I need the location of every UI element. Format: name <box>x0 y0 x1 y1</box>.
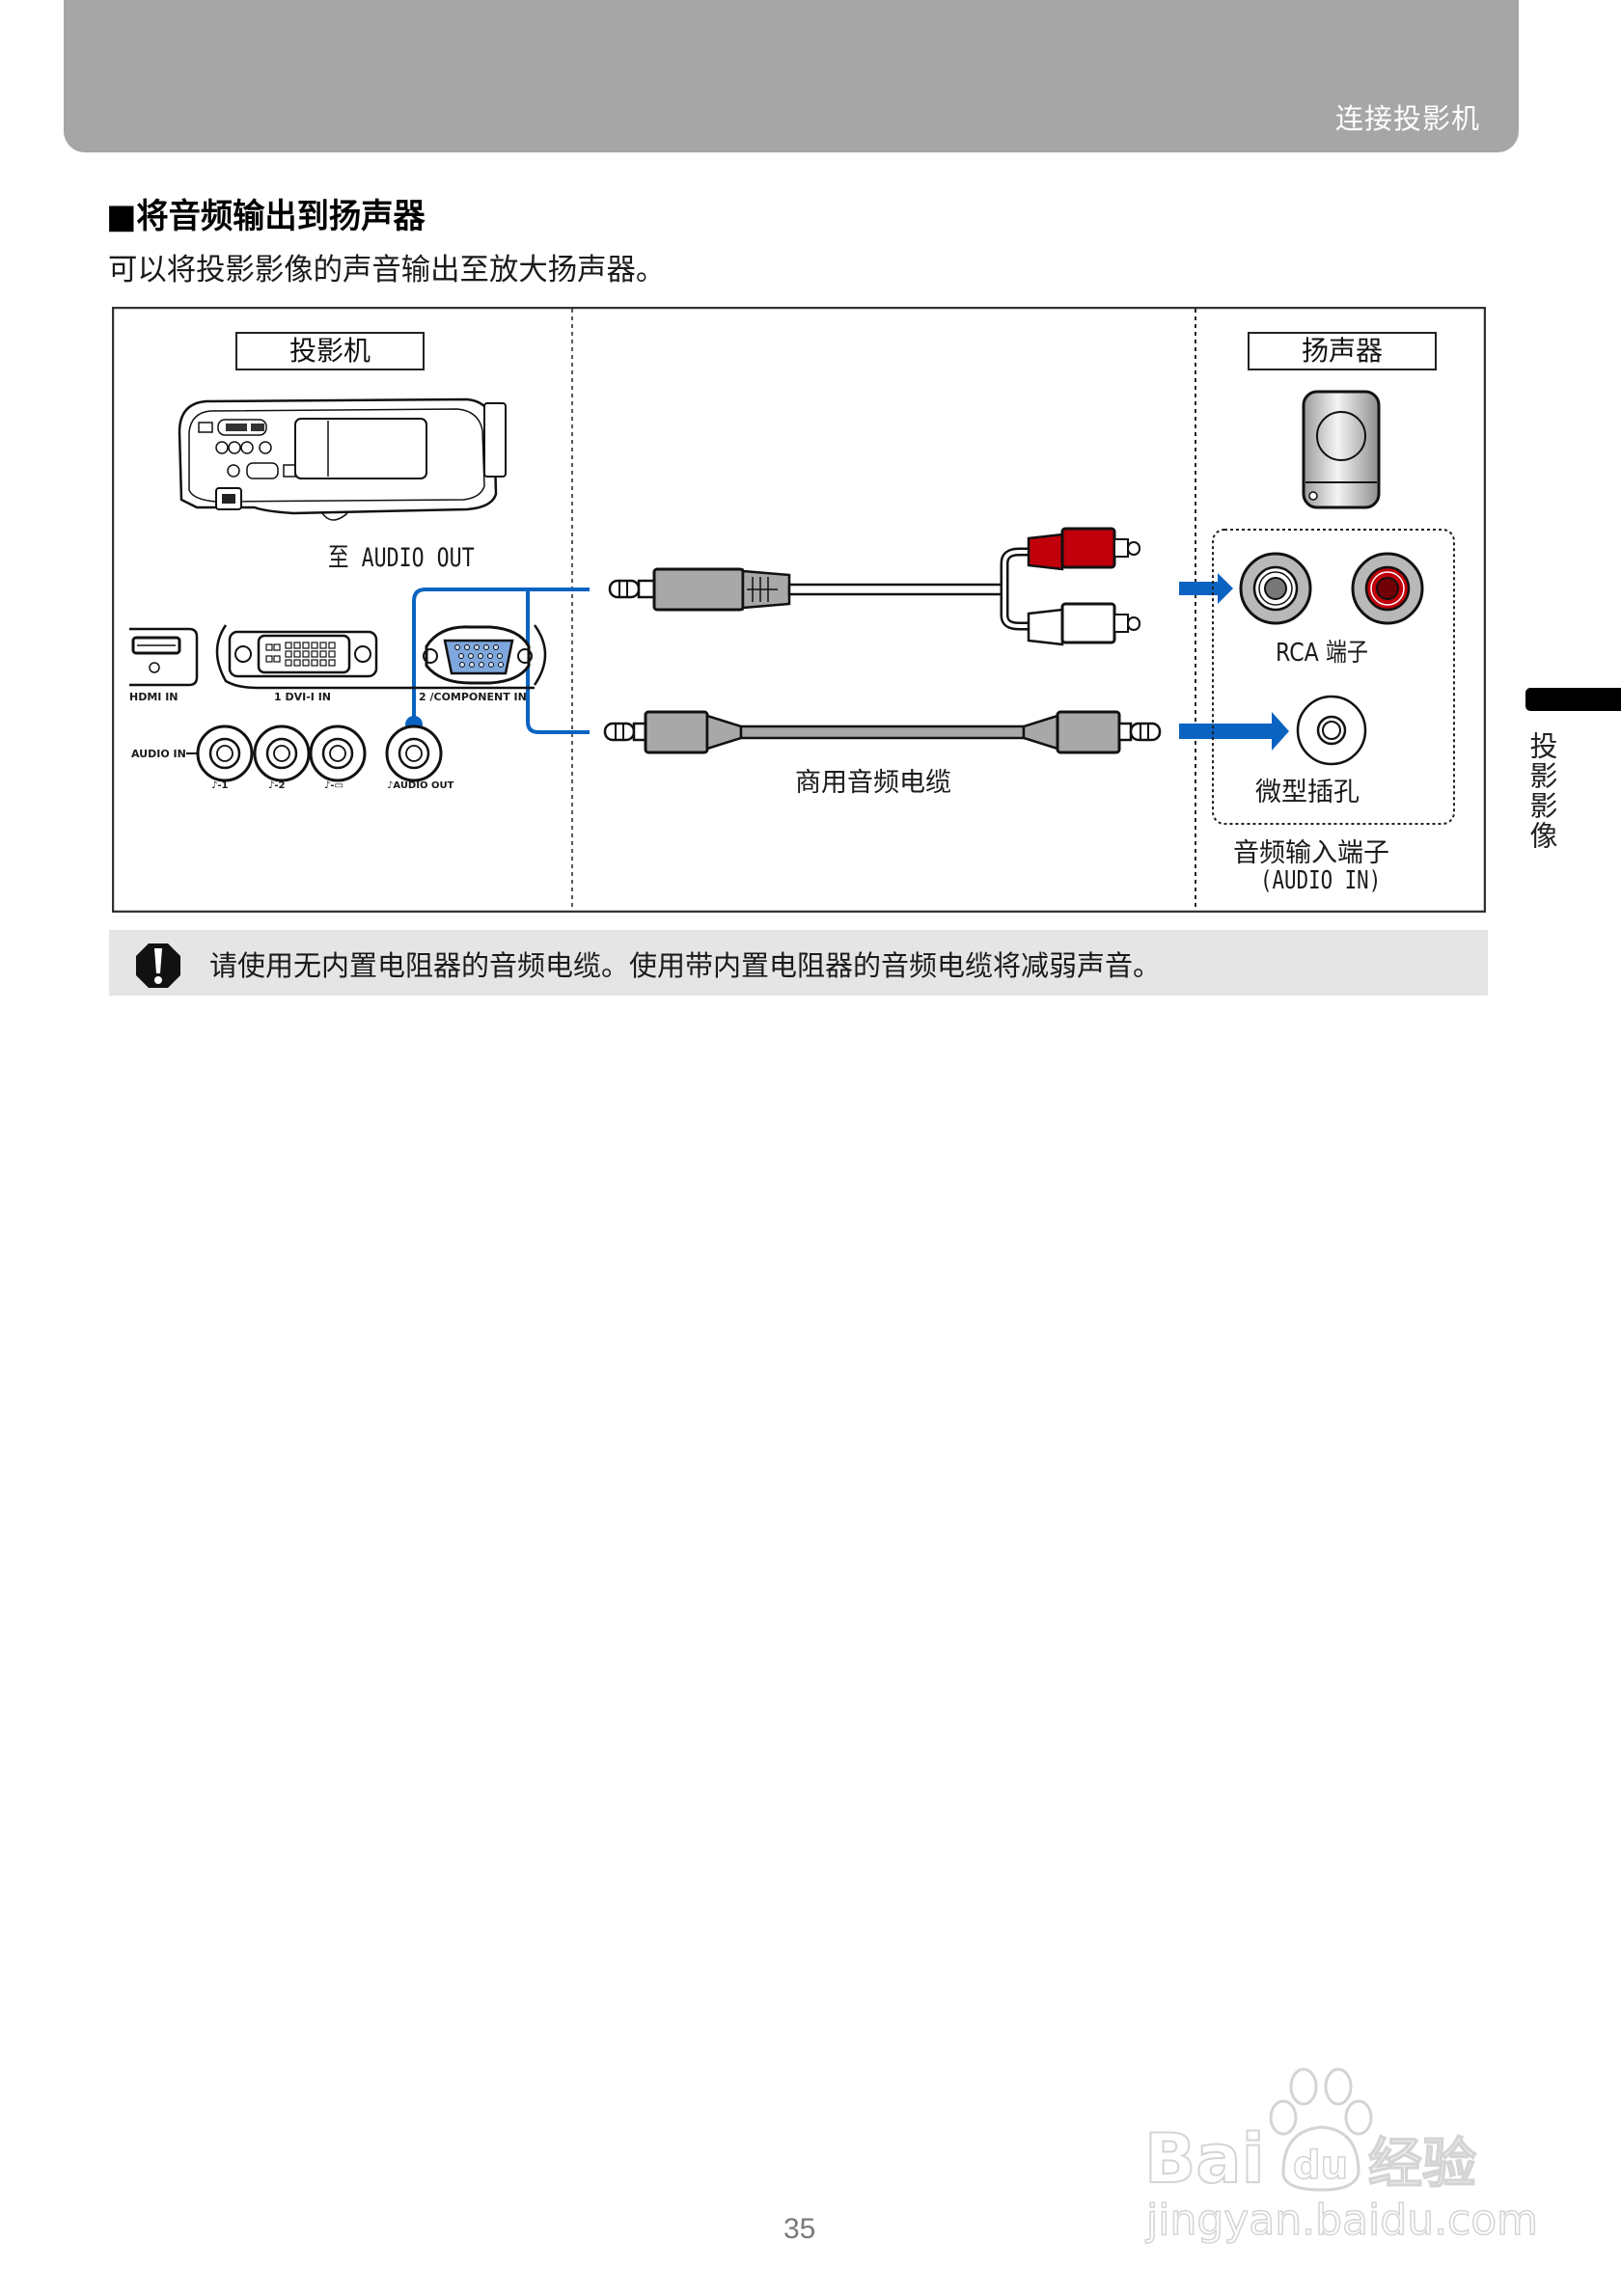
audio-out-connector-line <box>412 588 590 734</box>
cable-label: 商用音频电缆 <box>795 768 951 798</box>
rca-terminal-label: RCA 端子 <box>1276 639 1369 668</box>
section-subtitle: 可以将投影影像的声音输出至放大扬声器。 <box>108 253 666 287</box>
section-title: ■将音频输出到扬声器 <box>106 198 426 236</box>
baidu-watermark: Bai du 经验 jingyan.baidu.com <box>1143 2067 1539 2246</box>
rca-jack-red <box>1351 552 1424 625</box>
svg-text:经验: 经验 <box>1368 2133 1476 2196</box>
caution-icon <box>136 943 180 988</box>
chapter-header: 连接投影机 <box>64 0 1519 152</box>
projector-illustration <box>178 397 507 521</box>
mini-jack-label: 微型插孔 <box>1255 778 1360 807</box>
caution-text: 请使用无内置电阻器的音频电缆。使用带内置电阻器的音频电缆将减弱声音。 <box>209 949 1162 982</box>
audio-input-terminal-label: 音频输入端子 <box>1233 838 1389 868</box>
watermark-brand: Bai <box>1144 2119 1265 2199</box>
caution-note: 请使用无内置电阻器的音频电缆。使用带内置电阻器的音频电缆将减弱声音。 <box>109 930 1488 996</box>
dvi-in-label: 1 DVI-I IN <box>274 691 332 703</box>
audio-in-2-label: ♪-2 <box>268 780 286 791</box>
watermark-url: jingyan.baidu.com <box>1145 2196 1538 2245</box>
diagram-graphics <box>112 307 1486 913</box>
mini-to-rca-cable <box>608 527 1140 646</box>
svg-text:du: du <box>1293 2144 1348 2188</box>
audio-in-label: AUDIO IN <box>131 748 186 760</box>
chapter-side-tab <box>1525 688 1621 711</box>
page-number: 35 <box>783 2213 816 2245</box>
chapter-title: 连接投影机 <box>1334 102 1480 135</box>
arrow-to-rca <box>1179 573 1233 604</box>
mini-to-mini-cable <box>603 710 1162 754</box>
speaker-illustration <box>1302 390 1381 509</box>
arrow-to-mini-jack <box>1179 712 1289 751</box>
connection-diagram: 投影机 扬声器 至 AUDIO OUT HDMI IN 1 DVI-I IN 2… <box>112 307 1486 913</box>
component-in-label: 2 /COMPONENT IN <box>419 691 527 703</box>
projector-panel-closeup <box>129 624 547 782</box>
projector-label: 投影机 <box>235 332 425 370</box>
to-audio-out-label: 至 AUDIO OUT <box>328 543 475 573</box>
audio-out-port-label: ♪AUDIO OUT <box>387 780 454 791</box>
diagram-frame <box>112 307 1486 913</box>
audio-in-1-label: ♪-1 <box>211 780 229 791</box>
audio-in-sub-label: (AUDIO IN) <box>1260 866 1382 895</box>
hdmi-in-label: HDMI IN <box>129 691 179 703</box>
chapter-side-label: 投影影像 <box>1525 731 1558 851</box>
speaker-label: 扬声器 <box>1248 332 1437 370</box>
mini-jack <box>1296 695 1367 766</box>
audio-in-3-label: ♪-▭ <box>324 780 343 791</box>
rca-jack-white <box>1239 552 1312 625</box>
audio-input-group <box>1212 529 1455 825</box>
